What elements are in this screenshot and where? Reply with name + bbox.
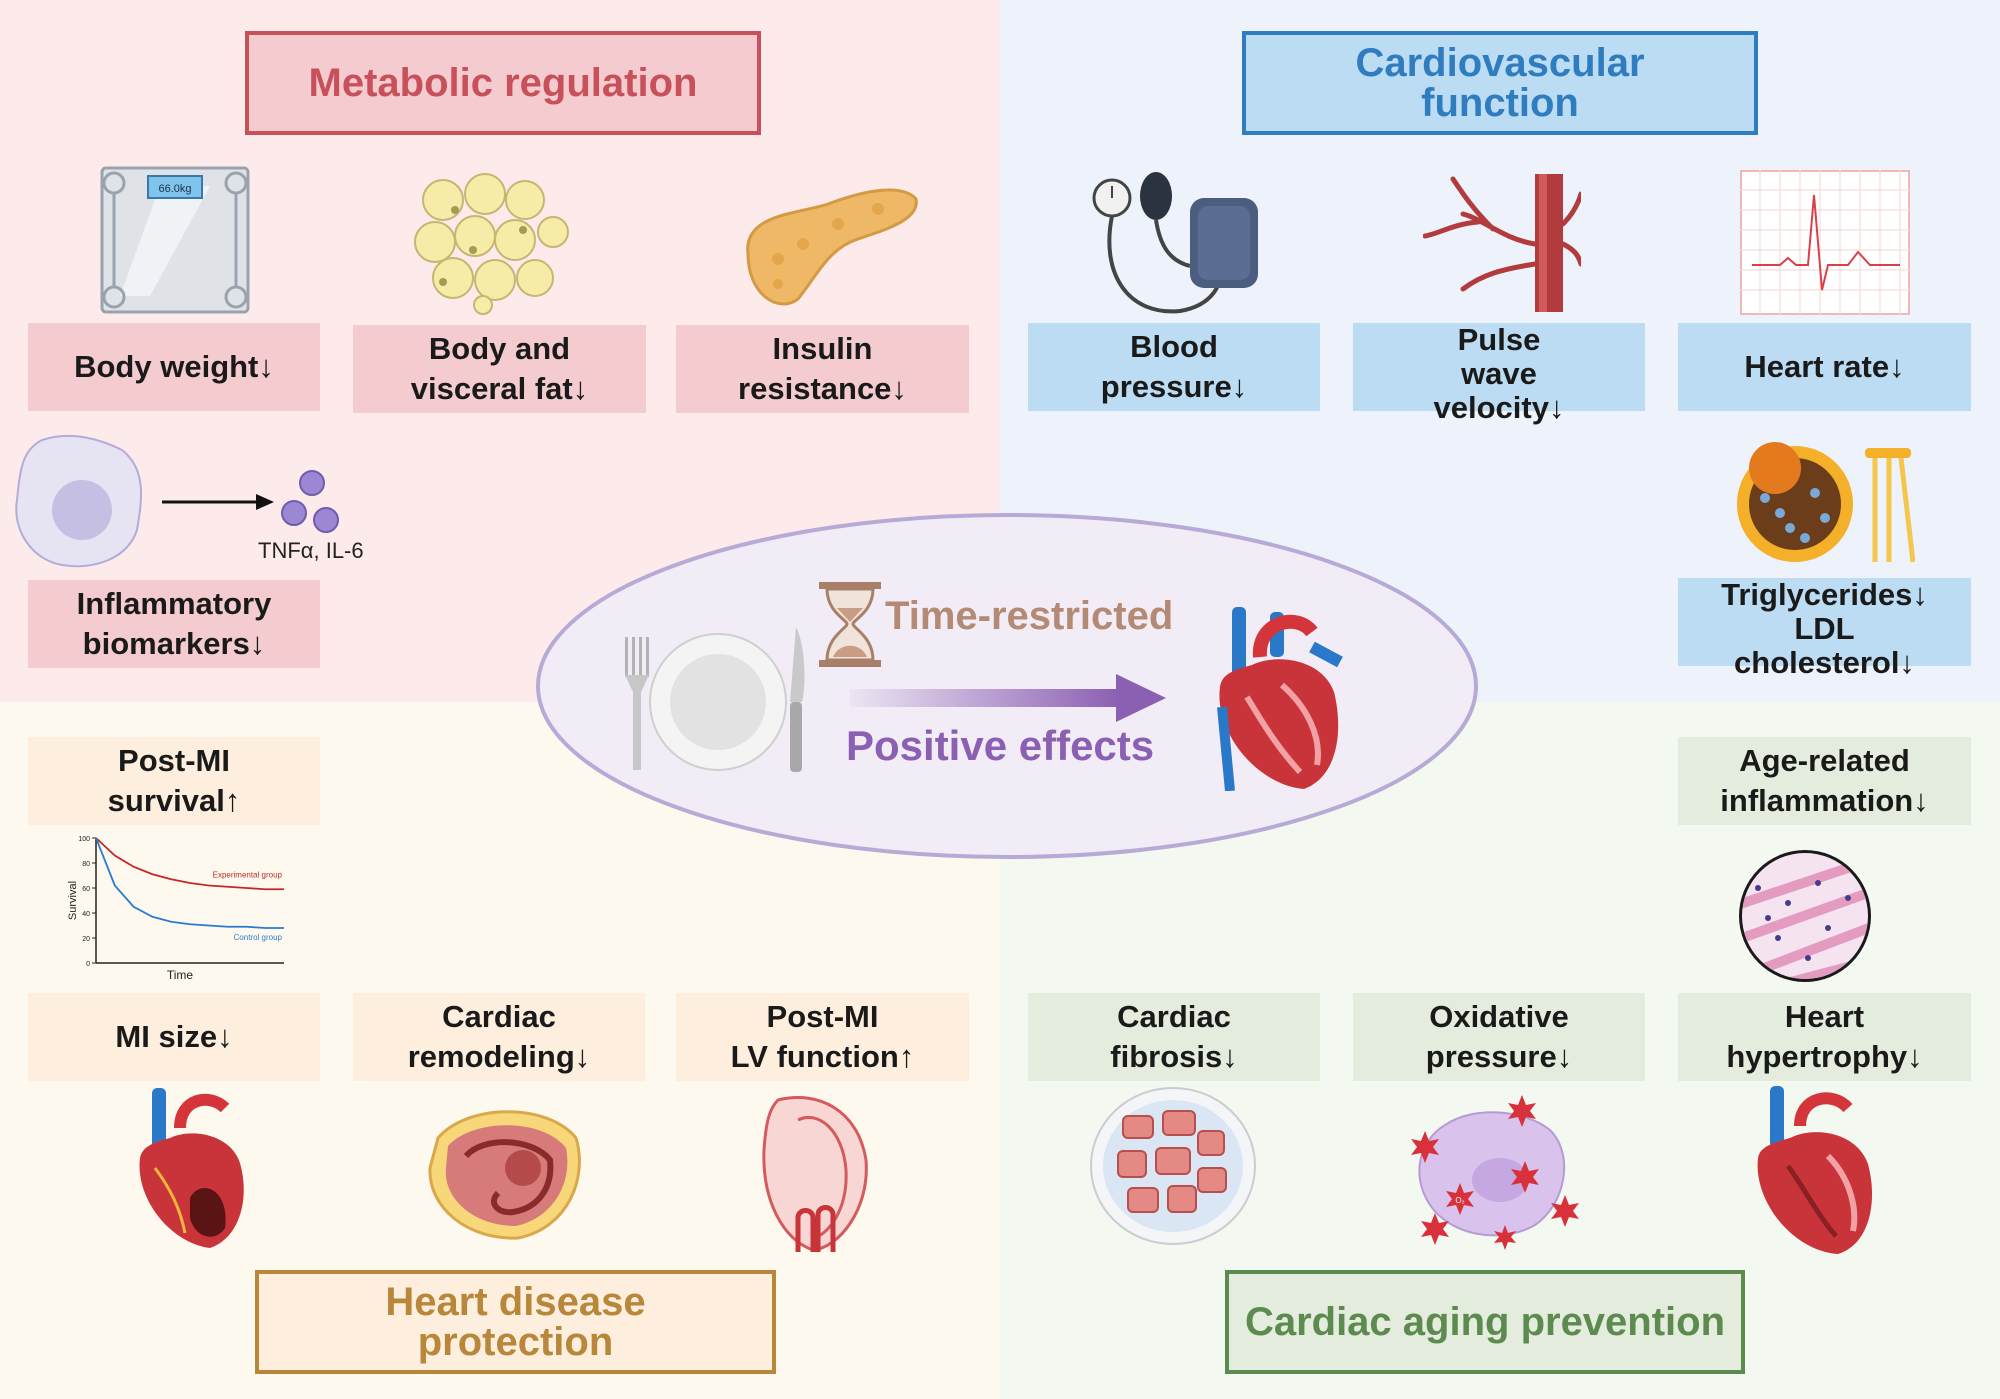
inflammatory-text: Inflammatory biomarkers↓	[76, 586, 272, 661]
metabolic-title-text: Metabolic regulation	[308, 61, 698, 105]
pulse-wave-text: Pulse wave velocity↓	[1433, 322, 1565, 425]
ros-star-icons	[1411, 1095, 1579, 1250]
metabolic-title: Metabolic regulation	[245, 31, 761, 135]
blood-pressure-label: Blood pressure↓	[1028, 323, 1320, 411]
cytokine-label: TNFα, IL-6	[258, 538, 364, 563]
body-weight-label: Body weight↓	[28, 323, 320, 411]
plate-icon	[649, 633, 787, 771]
fat-cells-icon	[414, 173, 569, 315]
visceral-fat-label: Body and visceral fat↓	[353, 325, 646, 413]
oxidative-cell-icon: O₂	[1411, 1095, 1579, 1250]
fibrosis-text: Cardiac fibrosis↓	[1110, 999, 1238, 1074]
y-tick-label: 20	[82, 936, 90, 943]
cytokine-arrow-icon	[162, 494, 274, 510]
heart-rate-text: Heart rate↓	[1744, 349, 1905, 384]
lv-heart-icon	[762, 1096, 868, 1252]
visceral-fat-text: Body and visceral fat↓	[410, 331, 589, 406]
insulin-text: Insulin resistance↓	[738, 331, 907, 406]
series-line-1	[95, 837, 284, 891]
hypertrophy-heart-icon	[1757, 1086, 1873, 1254]
aging-title-text: Cardiac aging prevention	[1244, 1300, 1726, 1344]
aging-title: Cardiac aging prevention	[1225, 1270, 1745, 1374]
center-heart-icon	[1217, 607, 1343, 791]
positive-effect-arrow-icon	[850, 674, 1166, 722]
lv-function-label: Post-MI LV function↑	[676, 993, 969, 1081]
ecg-icon	[1740, 170, 1910, 315]
series-label-control: Control group	[234, 933, 283, 942]
y-tick-label: 0	[86, 961, 90, 968]
body-weight-text: Body weight↓	[74, 349, 274, 384]
fork-icon	[625, 637, 649, 770]
age-inflammation-label: Age-related inflammation↓	[1678, 737, 1971, 825]
heart-disease-title-line1: Heart disease	[385, 1280, 646, 1324]
lipids-text: Triglycerides↓ LDL cholesterol↓	[1721, 577, 1928, 680]
time-restricted-label: Time-restricted	[885, 594, 1174, 638]
artery-icon	[1423, 174, 1581, 312]
heart-rate-label: Heart rate↓	[1678, 323, 1971, 411]
lv-function-text: Post-MI LV function↑	[730, 999, 915, 1074]
scale-icon: 66.0kg	[100, 166, 250, 314]
blood-pressure-text: Blood pressure↓	[1100, 329, 1248, 404]
remodeling-text: Cardiac remodeling↓	[407, 999, 591, 1074]
series-label-experimental: Experimental group	[213, 870, 283, 879]
hourglass-icon	[819, 582, 881, 667]
cardiovascular-title-line2: function	[1421, 81, 1579, 125]
hypertrophy-text: Heart hypertrophy↓	[1726, 999, 1923, 1074]
sphygmomanometer-icon	[1092, 172, 1258, 314]
infarcted-heart-icon	[139, 1088, 244, 1248]
histology-icon	[1739, 850, 1871, 982]
lipids-label: Triglycerides↓ LDL cholesterol↓	[1678, 578, 1971, 680]
y-tick-label: 80	[82, 861, 90, 868]
pancreas-icon	[746, 188, 918, 306]
cardiovascular-title: Cardiovascular function	[1242, 31, 1758, 135]
x-axis-label: Time	[167, 968, 194, 982]
post-mi-survival-text: Post-MI survival↑	[107, 743, 241, 818]
fibrosis-tissue-icon	[1090, 1087, 1256, 1245]
knife-icon	[790, 627, 805, 772]
pulse-wave-label: Pulse wave velocity↓	[1353, 323, 1645, 425]
fibrosis-label: Cardiac fibrosis↓	[1028, 993, 1320, 1081]
mi-size-label: MI size↓	[28, 993, 320, 1081]
remodeled-heart-section-icon	[428, 1110, 581, 1240]
y-tick-label: 100	[78, 836, 90, 843]
heart-disease-title: Heart disease protection	[255, 1270, 776, 1374]
scale-display: 66.0kg	[158, 183, 191, 195]
heart-disease-title-line2: protection	[417, 1320, 614, 1364]
inflammatory-label: Inflammatory biomarkers↓	[28, 580, 320, 668]
y-tick-label: 40	[82, 911, 90, 918]
oxidative-text: Oxidative pressure↓	[1425, 999, 1573, 1074]
ros-label: O₂	[1455, 1196, 1464, 1205]
post-mi-survival-label: Post-MI survival↑	[28, 737, 320, 825]
oxidative-label: Oxidative pressure↓	[1353, 993, 1645, 1081]
positive-effects-label: Positive effects	[846, 722, 1155, 769]
y-tick-label: 60	[82, 886, 90, 893]
series-line-2	[95, 837, 284, 929]
insulin-label: Insulin resistance↓	[676, 325, 969, 413]
mi-size-text: MI size↓	[115, 1019, 233, 1054]
cytokine-molecules-icon	[281, 470, 339, 533]
cardiovascular-title-line1: Cardiovascular	[1355, 41, 1645, 85]
macrophage-icon	[15, 434, 143, 568]
center-oval	[536, 513, 1478, 859]
age-inflammation-text: Age-related inflammation↓	[1720, 743, 1929, 818]
lipoprotein-icon	[1737, 442, 1915, 563]
y-axis-label: Survival	[67, 881, 79, 920]
remodeling-label: Cardiac remodeling↓	[353, 993, 645, 1081]
hypertrophy-label: Heart hypertrophy↓	[1678, 993, 1971, 1081]
